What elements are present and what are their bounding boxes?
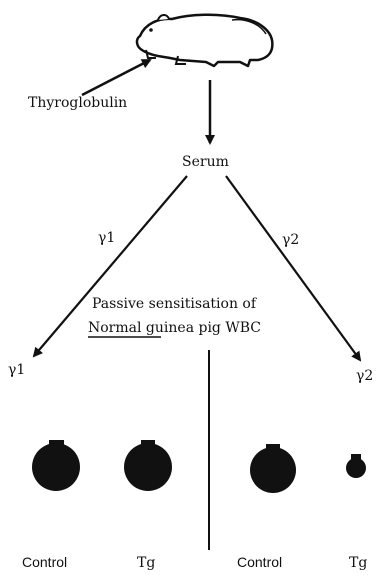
result-label-gamma2-tg: Tg — [349, 555, 367, 571]
left-arrow-end-label: γ1 — [8, 362, 25, 378]
right-arrow-end-label: γ2 — [356, 368, 373, 384]
thyroglobulin-label: Thyroglobulin — [28, 95, 127, 111]
sensitisation-line-2-rest: guinea pig WBC — [141, 320, 261, 336]
flask-gamma1-control — [32, 440, 80, 491]
result-label-gamma1-control: Control — [22, 554, 67, 570]
flask-gamma2-tg — [346, 454, 366, 478]
guinea-pig-illustration — [137, 15, 272, 66]
sensitisation-line-2: Normal guinea pig WBC — [88, 320, 261, 336]
result-label-gamma1-tg: Tg — [137, 555, 155, 571]
normal-underlined-word: Normal — [88, 320, 142, 336]
sensitisation-line-1: Passive sensitisation of — [92, 296, 258, 312]
flask-gamma2-control — [250, 444, 296, 493]
left-branch-label: γ1 — [98, 230, 115, 246]
injection-arrow — [82, 60, 150, 95]
result-label-gamma2-control: Control — [237, 554, 282, 570]
serum-label: Serum — [182, 154, 229, 170]
right-branch-label: γ2 — [282, 232, 299, 248]
flask-gamma1-tg — [124, 440, 172, 491]
